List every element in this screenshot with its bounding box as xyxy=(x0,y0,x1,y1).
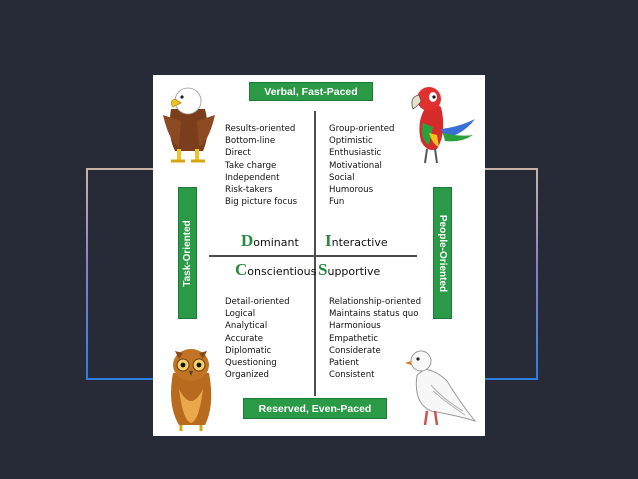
list-item: Diplomatic xyxy=(225,345,272,356)
list-item: Maintains status quo xyxy=(329,309,419,320)
dominant-label: Dominant xyxy=(241,231,299,251)
list-item: Detail-oriented xyxy=(225,297,290,307)
list-item: Empathetic xyxy=(329,333,379,344)
list-item: Take charge xyxy=(225,160,277,171)
list-item: Logical xyxy=(225,309,256,320)
people-oriented-banner: People-Oriented xyxy=(433,187,452,319)
list-item: Independent xyxy=(225,172,280,183)
supportive-label: Supportive xyxy=(318,260,380,280)
conscientious-label: Conscientious xyxy=(235,260,316,280)
list-item: Results-oriented xyxy=(225,124,296,134)
horizontal-divider xyxy=(209,255,417,257)
supportive-traits-list: Relationship-oriented Maintains status q… xyxy=(329,296,421,381)
list-item: Patient xyxy=(329,358,359,369)
top-banner-label: Verbal, Fast-Paced xyxy=(264,85,358,98)
interactive-initial: I xyxy=(325,231,332,250)
supportive-initial: S xyxy=(318,260,328,279)
reserved-even-paced-banner: Reserved, Even-Paced xyxy=(243,398,387,419)
vertical-divider xyxy=(314,111,316,396)
eagle-icon xyxy=(163,87,215,163)
list-item: Relationship-oriented xyxy=(329,297,422,307)
list-item: Consistent xyxy=(329,370,375,381)
dominant-rest: ominant xyxy=(253,236,299,249)
list-item: Organized xyxy=(225,370,269,381)
supportive-rest: upportive xyxy=(327,265,381,278)
list-item: Fun xyxy=(329,197,345,208)
interactive-traits-list: Group-oriented Optimistic Enthusiastic M… xyxy=(329,123,394,208)
list-item: Motivational xyxy=(329,160,382,171)
conscientious-traits-list: Detail-oriented Logical Analytical Accur… xyxy=(225,296,290,381)
list-item: Considerate xyxy=(329,345,381,356)
task-oriented-banner: Task-Oriented xyxy=(178,187,197,319)
list-item: Social xyxy=(329,172,355,183)
list-item: Enthusiastic xyxy=(329,148,382,159)
conscientious-initial: C xyxy=(235,260,248,279)
disc-diagram-card: Verbal, Fast-Paced Reserved, Even-Paced … xyxy=(153,75,485,436)
list-item: Accurate xyxy=(225,333,264,344)
dominant-initial: D xyxy=(241,231,254,250)
verbal-fast-paced-banner: Verbal, Fast-Paced xyxy=(249,82,373,101)
list-item: Risk-takers xyxy=(225,185,273,196)
right-banner-label: People-Oriented xyxy=(437,214,448,292)
interactive-label: Interactive xyxy=(325,231,388,251)
dominant-traits-list: Results-oriented Bottom-line Direct Take… xyxy=(225,123,297,208)
list-item: Analytical xyxy=(225,321,268,332)
left-banner-label: Task-Oriented xyxy=(182,219,193,287)
list-item: Bottom-line xyxy=(225,136,276,147)
list-item: Direct xyxy=(225,148,251,159)
list-item: Humorous xyxy=(329,185,374,196)
list-item: Big picture focus xyxy=(225,197,298,208)
dove-icon xyxy=(405,350,477,426)
list-item: Optimistic xyxy=(329,136,373,147)
list-item: Group-oriented xyxy=(329,124,395,134)
parrot-icon xyxy=(411,87,475,164)
list-item: Harmonious xyxy=(329,321,381,332)
bottom-banner-label: Reserved, Even-Paced xyxy=(258,402,372,415)
conscientious-rest: onscientious xyxy=(247,265,317,278)
owl-icon xyxy=(171,349,212,431)
interactive-rest: nteractive xyxy=(331,236,388,249)
list-item: Questioning xyxy=(225,358,277,369)
